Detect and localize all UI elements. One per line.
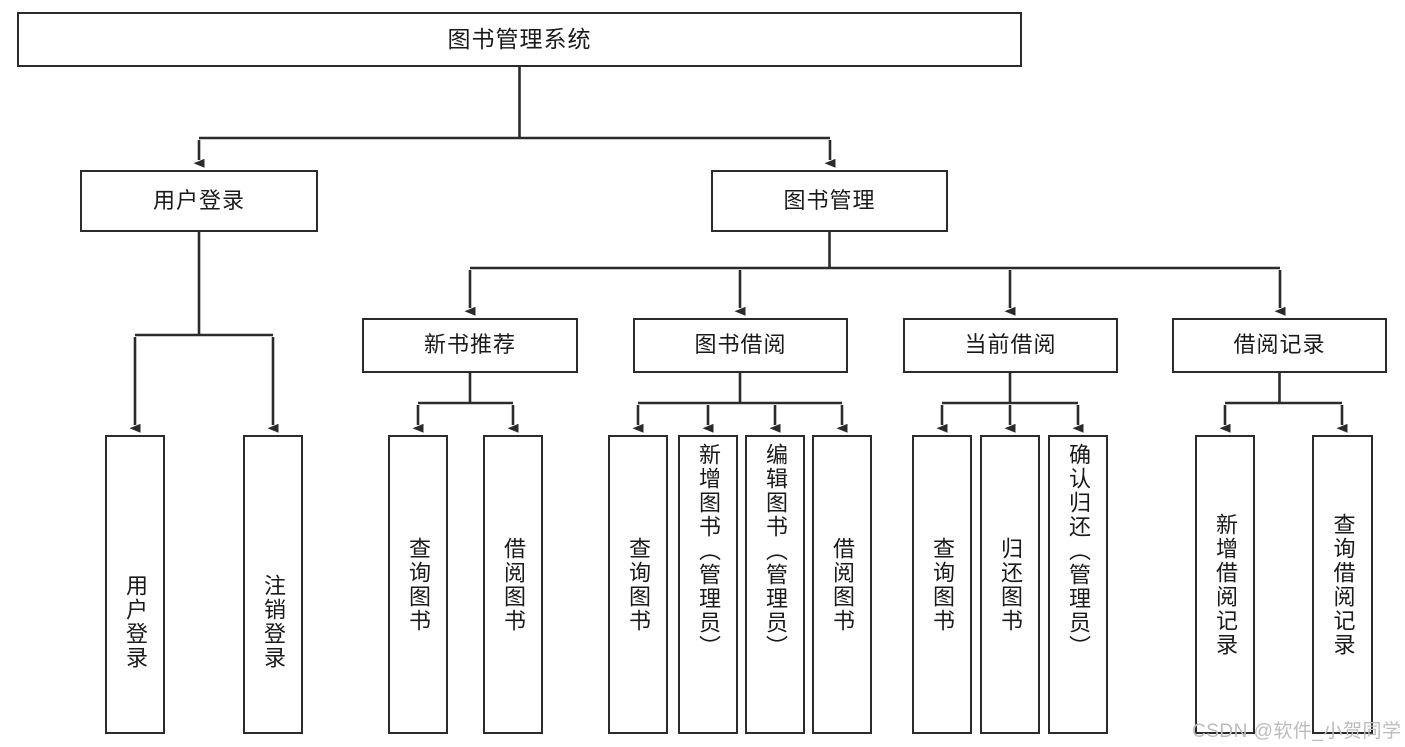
leaf-borrow-book-2[interactable]: 借阅图书 [812,435,872,734]
node-book-borrow[interactable]: 图书借阅 [633,318,848,373]
leaf-label: 借阅图书 [829,536,855,633]
leaf-label: 查询图书 [405,536,431,633]
leaf-label: 查询图书 [625,536,651,633]
node-label: 图书借阅 [694,332,787,358]
leaf-add-record[interactable]: 新增借阅记录 [1195,435,1255,734]
leaf-label: 查询图书 [929,536,955,633]
node-label: 新书推荐 [423,332,516,358]
node-label: 用户登录 [152,187,245,213]
leaf-query-book-1[interactable]: 查询图书 [388,435,448,734]
node-new-book-rec[interactable]: 新书推荐 [362,318,578,373]
leaf-label: 注销登录 [260,574,286,670]
leaf-label: 新增借阅记录 [1212,512,1238,657]
node-user-login[interactable]: 用户登录 [80,170,318,232]
leaf-label: 新增图书（管理员） [695,443,721,659]
node-label: 借阅记录 [1233,332,1326,358]
csdn-watermark: CSDN @软件_小贺同学 [1192,721,1402,742]
leaf-borrow-book-1[interactable]: 借阅图书 [483,435,543,734]
leaf-confirm-return[interactable]: 确认归还（管理员） [1048,435,1108,734]
leaf-query-book-3[interactable]: 查询图书 [912,435,972,734]
leaf-edit-book[interactable]: 编辑图书（管理员） [745,435,805,734]
leaf-return-book[interactable]: 归还图书 [980,435,1040,734]
leaf-query-record[interactable]: 查询借阅记录 [1312,435,1373,734]
leaf-logout[interactable]: 注销登录 [243,435,303,734]
leaf-label: 确认归还（管理员） [1065,443,1091,659]
node-book-manage[interactable]: 图书管理 [711,170,948,232]
leaf-query-book-2[interactable]: 查询图书 [608,435,668,734]
leaf-label: 借阅图书 [500,536,526,633]
leaf-add-book[interactable]: 新增图书（管理员） [678,435,738,734]
leaf-label: 用户登录 [122,574,148,670]
node-borrow-record[interactable]: 借阅记录 [1172,318,1387,373]
node-root-system[interactable]: 图书管理系统 [17,12,1022,67]
node-label: 当前借阅 [964,332,1057,358]
node-current-borrow[interactable]: 当前借阅 [903,318,1118,373]
leaf-user-login[interactable]: 用户登录 [105,435,165,734]
leaf-label: 查询借阅记录 [1330,512,1356,657]
leaf-label: 编辑图书（管理员） [762,443,788,659]
node-label: 图书管理系统 [447,25,592,52]
leaf-label: 归还图书 [997,536,1023,633]
node-label: 图书管理 [783,187,876,213]
